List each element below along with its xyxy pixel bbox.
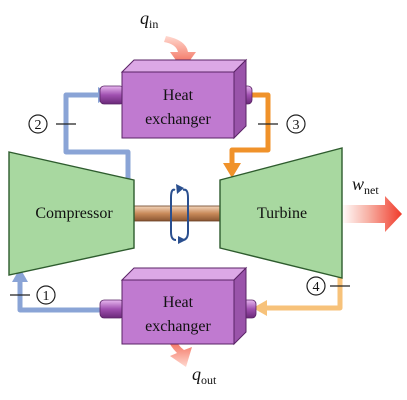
net-work-label: wnet — [352, 174, 379, 197]
compressor-label: Compressor — [35, 205, 113, 222]
state-label-2: 2 — [35, 118, 42, 133]
state-marker-3: 3 — [286, 114, 306, 134]
inlet-stub — [99, 85, 125, 105]
heat-exchanger-top-line1: Heat — [163, 87, 194, 104]
heat-exchanger-bottom: Heat exchanger — [99, 266, 257, 346]
state-label-4: 4 — [313, 280, 320, 295]
state-marker-1: 1 — [36, 285, 56, 305]
state-marker-2: 2 — [28, 114, 48, 134]
heat-out-label: qout — [192, 364, 217, 387]
heat-in-label: qin — [140, 8, 158, 31]
outlet-stub — [99, 299, 125, 319]
pipe-state-3 — [223, 92, 278, 178]
state-label-3: 3 — [293, 118, 300, 133]
pipe-state-1 — [10, 268, 120, 313]
heat-exchanger-bottom-line2: exchanger — [145, 318, 211, 335]
net-work-arrow — [341, 196, 402, 232]
turbine: Turbine — [219, 147, 343, 279]
rotation-icon — [170, 184, 189, 244]
heat-exchanger-top: Heat exchanger — [99, 58, 253, 140]
compressor: Compressor — [8, 151, 135, 276]
state-marker-4: 4 — [306, 276, 326, 296]
turbine-label: Turbine — [257, 205, 307, 222]
state-label-1: 1 — [43, 289, 50, 304]
heat-exchanger-bottom-line1: Heat — [163, 294, 194, 311]
heat-exchanger-top-line2: exchanger — [145, 111, 211, 128]
shaft — [133, 205, 225, 222]
